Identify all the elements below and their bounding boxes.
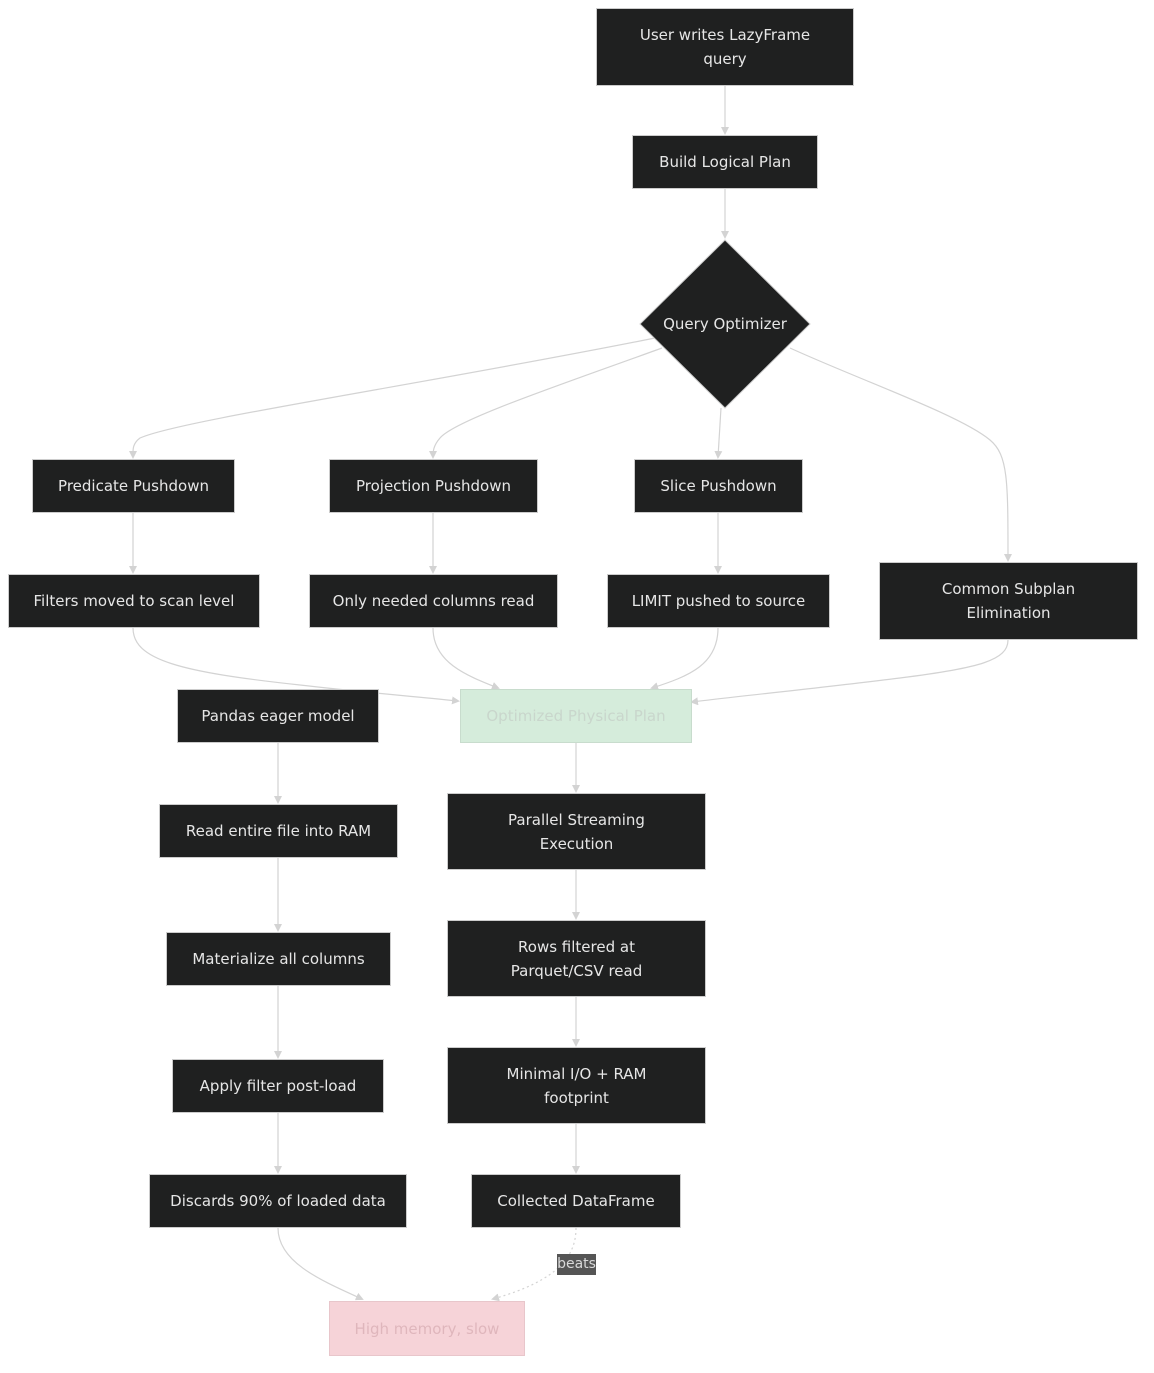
node-label: Optimized Physical Plan: [486, 707, 666, 725]
node-label: High memory, slow: [354, 1319, 500, 1338]
edge-columns-to-physical: [432, 627, 500, 690]
node-filters-scan: Filters moved to scan level: [8, 574, 260, 628]
node-label: Parallel Streaming Execution: [508, 810, 645, 853]
node-label: Common Subplan Elimination: [941, 580, 1076, 622]
node-label: LIMIT pushed to source: [631, 592, 806, 610]
node-projection-pushdown: Projection Pushdown: [329, 459, 538, 513]
edge-collected-beats-high-memory: [491, 1227, 577, 1302]
node-user-query: User writes LazyFrame query: [596, 8, 854, 86]
edge-discards-to-high-memory: [277, 1227, 364, 1301]
node-high-memory: High memory, slow: [329, 1301, 525, 1356]
node-label: Projection Pushdown: [355, 477, 512, 495]
node-label: Filters moved to scan level: [33, 592, 235, 610]
node-read-entire-file: Read entire file into RAM: [159, 804, 398, 858]
node-rows-filtered: Rows filtered at Parquet/CSV read: [447, 920, 706, 997]
node-optimized-physical-plan: Optimized Physical Plan: [460, 689, 692, 743]
node-needed-columns: Only needed columns read: [309, 574, 558, 628]
edge-optimizer-to-predicate: [128, 337, 656, 459]
node-label: Predicate Pushdown: [58, 477, 209, 495]
node-query-optimizer: Query Optimizer: [663, 315, 787, 333]
node-label: Rows filtered at Parquet/CSV read: [510, 937, 643, 980]
edge-optimizer-to-projection: [429, 347, 663, 459]
edge-filters-to-physical: [132, 627, 460, 705]
node-parallel-streaming: Parallel Streaming Execution: [447, 793, 706, 870]
node-common-subplan: Common Subplan Elimination: [879, 562, 1138, 640]
node-logical-plan: Build Logical Plan: [632, 135, 818, 189]
node-label: Build Logical Plan: [659, 153, 791, 171]
node-limit-pushed: LIMIT pushed to source: [607, 574, 830, 628]
node-minimal-io: Minimal I/O + RAM footprint: [447, 1047, 706, 1124]
node-label: Collected DataFrame: [497, 1192, 655, 1210]
node-pandas-eager: Pandas eager model: [177, 689, 379, 743]
node-materialize-columns: Materialize all columns: [166, 932, 391, 986]
node-predicate-pushdown: Predicate Pushdown: [32, 459, 235, 513]
node-slice-pushdown: Slice Pushdown: [634, 459, 803, 513]
edge-subplan-to-physical: [690, 639, 1009, 706]
node-apply-filter: Apply filter post-load: [172, 1059, 384, 1113]
edge-optimizer-to-subplan: [789, 347, 1012, 562]
node-collected-dataframe: Collected DataFrame: [471, 1174, 681, 1228]
node-label: Discards 90% of loaded data: [170, 1192, 386, 1210]
edge-optimizer-to-slice: [714, 407, 723, 459]
node-label: Materialize all columns: [192, 950, 365, 968]
query-optimizer-diamond: [639, 239, 811, 409]
edge-label-beats: beats: [557, 1254, 596, 1275]
node-label: Minimal I/O + RAM footprint: [506, 1064, 647, 1107]
node-label: Pandas eager model: [201, 707, 355, 725]
node-label: User writes LazyFrame query: [639, 26, 811, 68]
edge-limit-to-physical: [650, 627, 719, 691]
node-label: Apply filter post-load: [199, 1077, 357, 1095]
node-discards-data: Discards 90% of loaded data: [149, 1174, 407, 1228]
node-label: Slice Pushdown: [660, 477, 777, 495]
node-label: Read entire file into RAM: [185, 822, 372, 840]
node-label: Only needed columns read: [332, 592, 535, 610]
